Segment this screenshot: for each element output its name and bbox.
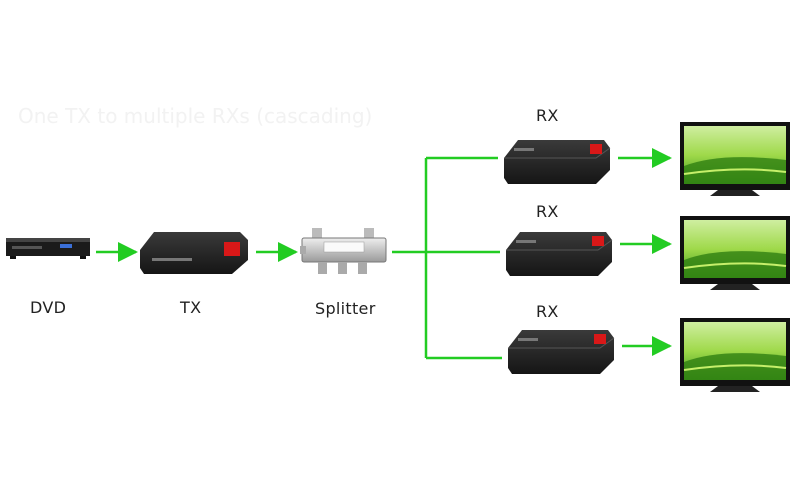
tx-label: TX bbox=[180, 298, 202, 317]
splitter-icon bbox=[300, 228, 387, 274]
rx-box-icon bbox=[503, 139, 611, 185]
watermark-title: One TX to multiple RXs (cascading) bbox=[18, 104, 373, 128]
rx3-label: RX bbox=[536, 302, 559, 321]
tv-icon bbox=[679, 215, 791, 291]
rx2-label: RX bbox=[536, 202, 559, 221]
rx-box-icon bbox=[505, 231, 613, 277]
tx-box-icon bbox=[140, 232, 248, 274]
dvd-label: DVD bbox=[30, 298, 67, 317]
signal-links bbox=[96, 148, 672, 360]
dvd-player-icon bbox=[6, 238, 90, 259]
rx1-label: RX bbox=[536, 106, 559, 125]
splitter-label: Splitter bbox=[315, 299, 376, 318]
tv-icon bbox=[679, 121, 791, 197]
tv-icon bbox=[679, 317, 791, 393]
rx-box-icon bbox=[507, 329, 615, 375]
